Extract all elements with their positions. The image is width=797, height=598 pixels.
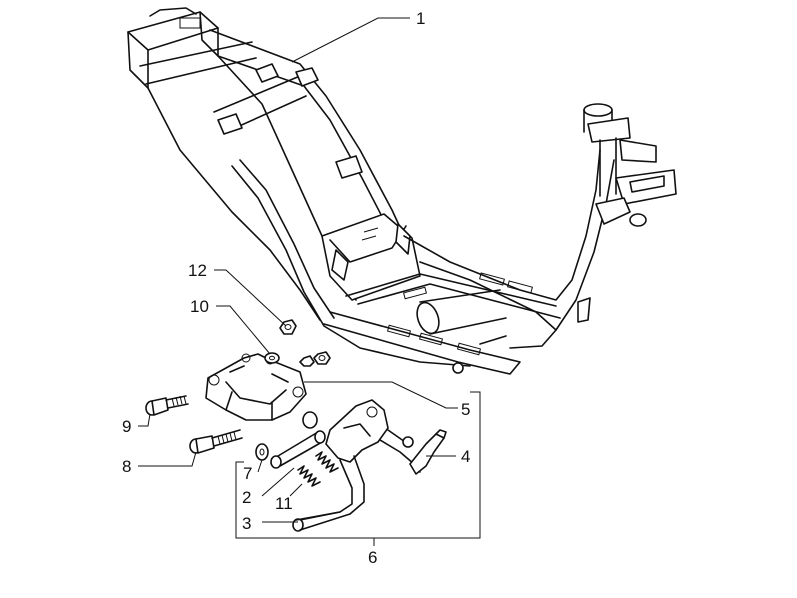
- nut-pair: [299, 351, 331, 367]
- washer-part-7: [255, 443, 269, 461]
- washer-part-10: [264, 352, 280, 364]
- callout-10: 10: [190, 297, 209, 316]
- frame-part-1: [127, 7, 677, 375]
- callout-4: 4: [461, 447, 470, 466]
- bolt-part-8: [189, 429, 243, 454]
- callout-3: 3: [242, 514, 251, 533]
- spring-part-11: [297, 451, 339, 487]
- bolt-part-9: [145, 395, 189, 416]
- callout-12: 12: [188, 261, 207, 280]
- callout-1: 1: [416, 9, 425, 28]
- bracket-part-5: [205, 353, 307, 421]
- callout-labels: 1 2 3 4 5 6 7 8 9 10 11 12: [122, 9, 470, 567]
- stand-part-6: [292, 399, 421, 532]
- callout-7: 7: [243, 464, 252, 483]
- callout-9: 9: [122, 417, 131, 436]
- callout-5: 5: [461, 400, 470, 419]
- pin-part-2: [270, 411, 326, 469]
- lever-part-4: [409, 429, 447, 475]
- callout-11: 11: [275, 494, 293, 513]
- callout-2: 2: [242, 488, 251, 507]
- callout-6: 6: [368, 548, 377, 567]
- callout-8: 8: [122, 457, 131, 476]
- leader-lines: [138, 17, 481, 546]
